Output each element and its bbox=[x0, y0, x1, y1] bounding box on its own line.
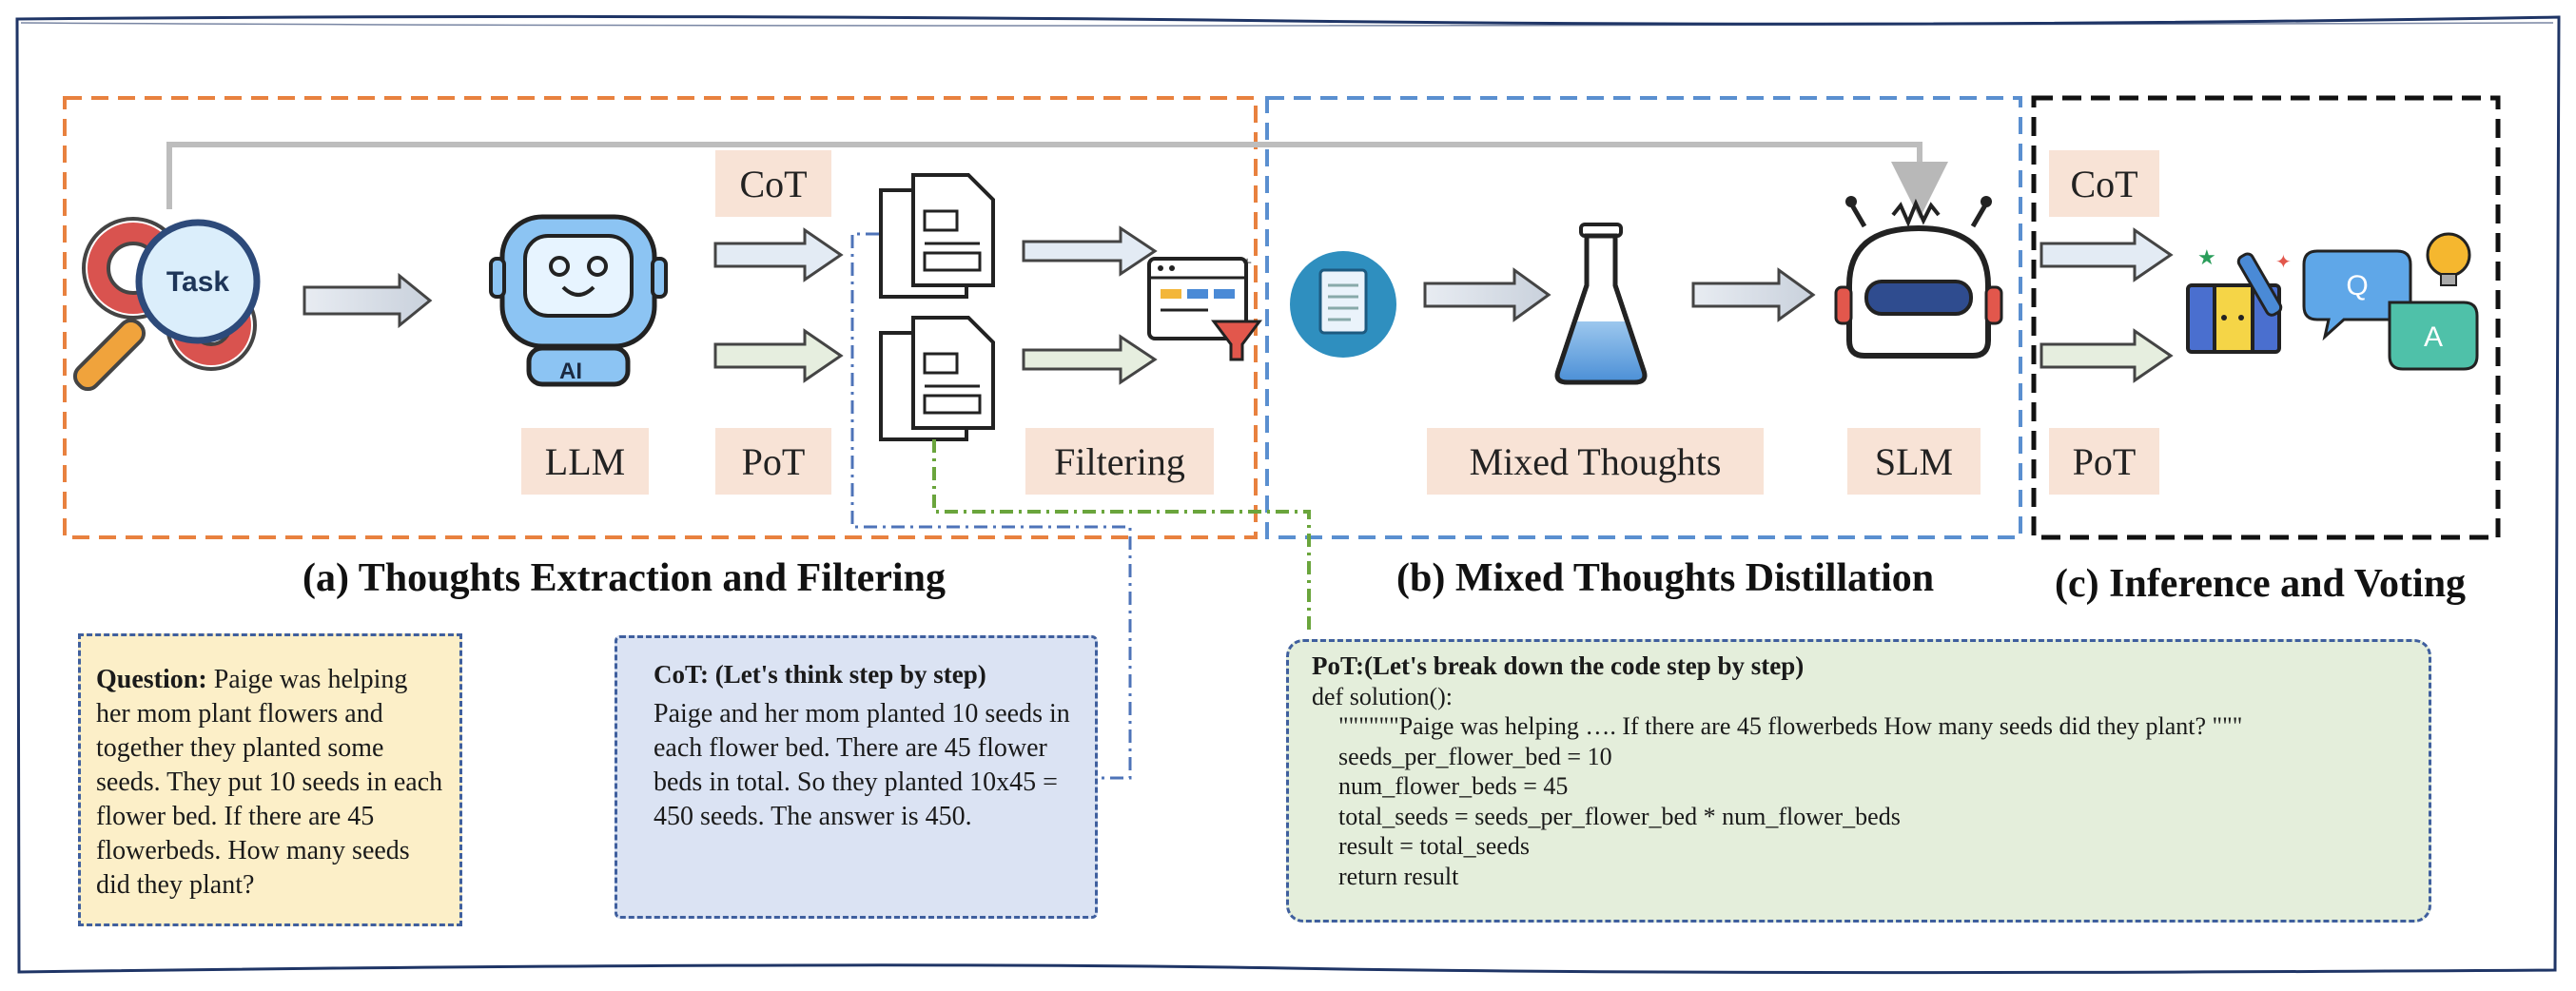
label-pot-a: PoT bbox=[715, 428, 831, 495]
document-cot-icon bbox=[879, 173, 995, 299]
section-b-box bbox=[1265, 96, 2022, 539]
label-filtering: Filtering bbox=[1025, 428, 1214, 495]
arrow-pot-a bbox=[713, 328, 844, 383]
section-b-title: (b) Mixed Thoughts Distillation bbox=[1396, 556, 1935, 600]
arrow-flask-slm bbox=[1691, 267, 1816, 322]
pot-code-line: num_flower_beds = 45 bbox=[1338, 772, 1569, 800]
arrow-pot-c bbox=[2039, 328, 2174, 383]
filter-funnel-icon: + bbox=[1147, 253, 1262, 361]
section-c-title: (c) Inference and Voting bbox=[2055, 562, 2467, 606]
section-c-box bbox=[2031, 95, 2501, 540]
pot-code-line: """"""Paige was helping …. If there are … bbox=[1338, 712, 2243, 740]
robot-llm-icon: AI bbox=[489, 214, 668, 387]
question-text: Paige was helping her mom plant flowers … bbox=[96, 665, 443, 900]
pot-code-line: total_seeds = seeds_per_flower_bed * num… bbox=[1338, 802, 1901, 830]
svg-text:✦: ✦ bbox=[2275, 252, 2292, 273]
q-icon-text: Q bbox=[2346, 270, 2368, 301]
question-card: Question: Paige was helping her mom plan… bbox=[78, 633, 462, 926]
svg-text:★: ★ bbox=[2197, 245, 2216, 269]
document-pot-icon bbox=[879, 316, 995, 441]
cot-title: CoT: (Let's think step by step) bbox=[654, 660, 986, 689]
arrow-cot-c bbox=[2039, 227, 2174, 282]
pot-code-line: result = total_seeds bbox=[1338, 832, 1530, 860]
arrow-task-llm bbox=[302, 272, 433, 329]
task-to-slm-connector bbox=[166, 142, 1948, 219]
task-icon-text: Task bbox=[166, 266, 229, 298]
arrow-cot-filter bbox=[1022, 225, 1158, 277]
question-answer-icon: Q A bbox=[2302, 232, 2479, 371]
task-icon: Task bbox=[72, 217, 261, 392]
label-slm: SLM bbox=[1847, 428, 1981, 495]
arrow-cot-a bbox=[713, 227, 844, 282]
robot-slm-icon bbox=[1834, 196, 2003, 359]
label-llm: LLM bbox=[521, 428, 649, 495]
arrow-doc-flask bbox=[1423, 267, 1551, 322]
label-cot-a: CoT bbox=[715, 150, 831, 217]
section-a-title: (a) Thoughts Extraction and Filtering bbox=[302, 556, 946, 600]
pot-card: PoT:(Let's break down the code step by s… bbox=[1286, 639, 2431, 923]
svg-text:+: + bbox=[1242, 253, 1252, 272]
pot-code-line: def solution(): bbox=[1312, 682, 1454, 710]
label-cot-c: CoT bbox=[2049, 150, 2159, 217]
arrow-pot-filter bbox=[1022, 334, 1158, 385]
robot-ai-text: AI bbox=[559, 359, 582, 384]
outer-frame bbox=[15, 14, 2561, 975]
pot-title: PoT:(Let's break down the code step by s… bbox=[1312, 651, 1805, 680]
voting-box-icon: ★ ✦ bbox=[2186, 245, 2292, 354]
cot-text: Paige and her mom planted 10 seeds in ea… bbox=[654, 699, 1070, 831]
label-mixed-thoughts: Mixed Thoughts bbox=[1427, 428, 1764, 495]
pot-code-line: seeds_per_flower_bed = 10 bbox=[1338, 742, 1612, 770]
label-pot-c: PoT bbox=[2049, 428, 2159, 495]
pot-code-line: return result bbox=[1338, 862, 1459, 890]
section-a-box bbox=[63, 96, 1258, 539]
pot-connector bbox=[932, 439, 1311, 635]
mixed-thoughts-document-icon bbox=[1290, 251, 1396, 358]
cot-card: CoT: (Let's think step by step) Paige an… bbox=[615, 635, 1098, 919]
question-title: Question: bbox=[96, 665, 214, 694]
flask-icon bbox=[1554, 223, 1648, 385]
a-icon-text: A bbox=[2424, 321, 2443, 353]
